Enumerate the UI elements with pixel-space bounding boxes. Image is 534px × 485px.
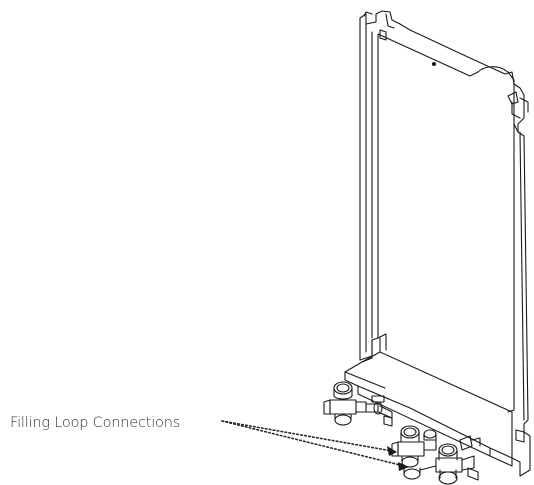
isolation-valve-right (403, 443, 479, 485)
filling-loop-connections-label: Filling Loop Connections (10, 415, 181, 431)
bottom-tray (344, 333, 513, 467)
callout-leader-lines (221, 420, 405, 467)
isolation-valve-middle (391, 425, 437, 468)
callout-arrowheads (387, 446, 409, 471)
isolation-valve-left (323, 381, 393, 427)
mounting-frame (359, 10, 531, 477)
filling-loop-connector (459, 435, 481, 451)
